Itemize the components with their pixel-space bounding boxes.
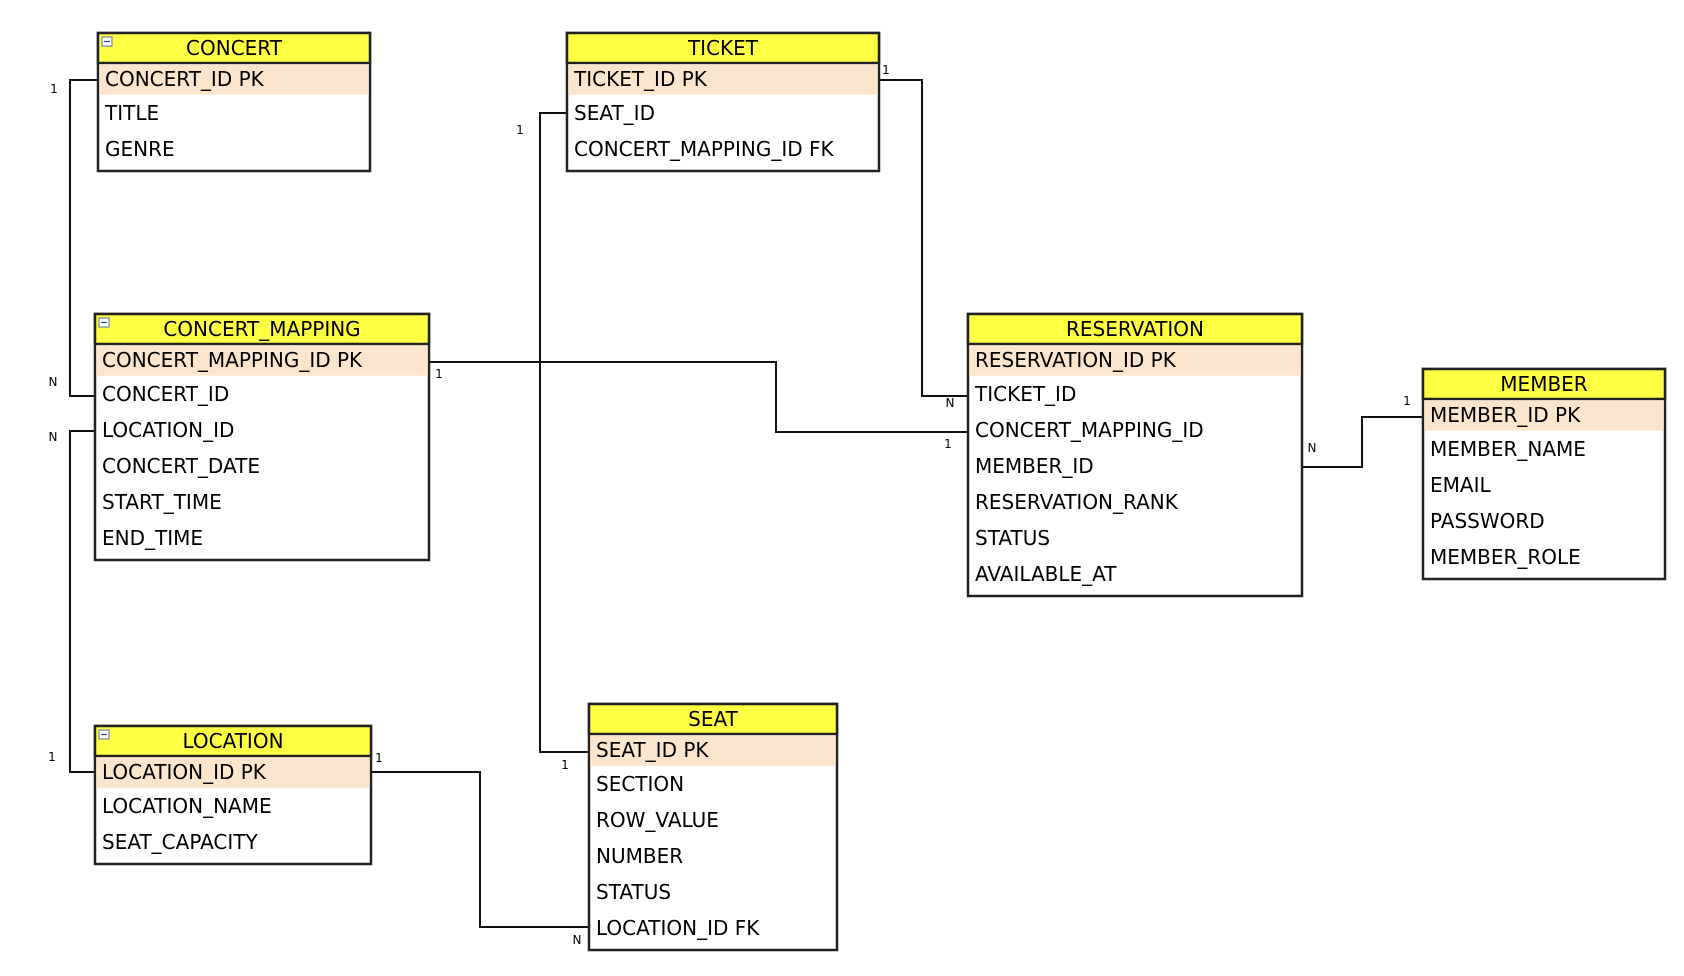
table-field[interactable]: TITLE xyxy=(104,101,159,125)
table-member-pk-row xyxy=(1424,400,1664,431)
primary-key-field[interactable]: MEMBER_ID PK xyxy=(1430,403,1581,427)
table-reservation-pk-row xyxy=(969,345,1301,376)
table-seat-header[interactable] xyxy=(587,702,839,736)
table-field[interactable]: STATUS xyxy=(596,880,671,904)
table-field[interactable]: CONCERT_ID xyxy=(102,382,229,406)
table-field[interactable]: TICKET_ID xyxy=(974,382,1076,406)
table-field[interactable]: STATUS xyxy=(975,526,1050,550)
cardinality-label: 1 xyxy=(435,367,443,381)
table-field[interactable]: LOCATION_ID FK xyxy=(596,916,760,940)
relationship-line-location-to-seat[interactable] xyxy=(371,771,589,928)
table-title: TICKET xyxy=(687,36,759,60)
table-seat[interactable]: SEAT SEAT_ID PK SECTION ROW_VALUE NUMBER STAT… xyxy=(587,702,839,952)
table-ticket[interactable]: TICKET TICKET_ID PK SEAT_ID CONCERT_MAPPING… xyxy=(565,31,881,173)
cardinality-label: 1 xyxy=(561,758,569,772)
relationship-line-ticket-to-seat[interactable] xyxy=(539,112,589,753)
primary-key-field[interactable]: TICKET_ID PK xyxy=(573,67,708,91)
table-field[interactable]: CONCERT_MAPPING_ID xyxy=(975,418,1204,442)
table-member-header[interactable] xyxy=(1421,367,1667,401)
cardinality-label: 1 xyxy=(882,63,890,77)
table-ticket-pk-row xyxy=(568,64,878,95)
cardinality-label: N xyxy=(946,396,955,410)
table-field[interactable]: SEAT_CAPACITY xyxy=(102,830,259,854)
cardinality-label: 1 xyxy=(50,82,58,96)
relationship-line-location-to-mapping[interactable] xyxy=(69,430,95,773)
table-location-pk-row xyxy=(96,757,370,788)
table-field[interactable]: MEMBER_NAME xyxy=(1430,437,1586,461)
table-field[interactable]: MEMBER_ROLE xyxy=(1430,545,1581,569)
primary-key-field[interactable]: RESERVATION_ID PK xyxy=(975,348,1177,372)
table-title: LOCATION xyxy=(182,729,283,753)
cardinality-label: 1 xyxy=(944,437,952,451)
table-field[interactable]: SEAT_ID xyxy=(574,101,655,125)
table-field[interactable]: END_TIME xyxy=(102,526,203,550)
primary-key-field[interactable]: SEAT_ID PK xyxy=(596,738,709,762)
table-field[interactable]: START_TIME xyxy=(102,490,222,514)
table-field[interactable]: CONCERT_DATE xyxy=(102,454,260,478)
table-title: MEMBER xyxy=(1500,372,1588,396)
cardinality-label: N xyxy=(573,933,582,947)
table-member[interactable]: MEMBER MEMBER_ID PK MEMBER_NAME EMAIL PASSWO… xyxy=(1421,367,1667,581)
table-seat-pk-row xyxy=(590,735,836,766)
cardinality-label: N xyxy=(1308,441,1317,455)
table-field[interactable]: GENRE xyxy=(105,137,175,161)
table-reservation[interactable]: RESERVATION RESERVATION_ID PK TICKET_ID CON… xyxy=(966,312,1304,598)
table-field[interactable]: NUMBER xyxy=(596,844,683,868)
table-field[interactable]: AVAILABLE_AT xyxy=(975,562,1117,586)
table-concert[interactable]: CONCERT CONCERT_ID PK TITLE GENRE xyxy=(96,31,372,173)
table-title: CONCERT xyxy=(186,36,283,60)
table-field[interactable]: LOCATION_ID xyxy=(102,418,234,442)
table-concert-mapping[interactable]: CONCERT_MAPPING CONCERT_MAPPING_ID PK CONC… xyxy=(93,312,431,562)
table-concert-header[interactable] xyxy=(96,31,372,65)
cardinality-label: N xyxy=(49,375,58,389)
table-field[interactable]: SECTION xyxy=(596,772,684,796)
minus-box-icon[interactable] xyxy=(98,317,110,328)
table-field[interactable]: EMAIL xyxy=(1430,473,1491,497)
table-field[interactable]: MEMBER_ID xyxy=(975,454,1094,478)
primary-key-field[interactable]: CONCERT_MAPPING_ID PK xyxy=(102,348,363,372)
minus-box-icon[interactable] xyxy=(98,729,110,740)
relationship-line-ticket-to-reservation[interactable] xyxy=(879,79,968,397)
cardinality-label: N xyxy=(49,430,58,444)
relationship-line-mapping-to-reservation[interactable] xyxy=(429,361,968,433)
table-field[interactable]: CONCERT_MAPPING_ID FK xyxy=(574,137,835,161)
primary-key-field[interactable]: LOCATION_ID PK xyxy=(102,760,267,784)
relationship-lines xyxy=(69,79,1423,928)
table-field[interactable]: ROW_VALUE xyxy=(596,808,719,832)
table-field[interactable]: LOCATION_NAME xyxy=(102,794,272,818)
table-location[interactable]: LOCATION LOCATION_ID PK LOCATION_NAME SEAT_… xyxy=(93,724,373,866)
table-concert-pk-row xyxy=(99,64,369,95)
table-concert-mapping-pk-row xyxy=(96,345,428,376)
table-ticket-header[interactable] xyxy=(565,31,881,65)
relationship-line-concert-to-mapping[interactable] xyxy=(69,79,98,397)
table-title: CONCERT_MAPPING xyxy=(163,317,360,341)
minus-box-icon[interactable] xyxy=(101,36,113,47)
table-reservation-header[interactable] xyxy=(966,312,1304,346)
cardinality-label: 1 xyxy=(375,751,383,765)
table-title: SEAT xyxy=(688,707,738,731)
table-field[interactable]: RESERVATION_RANK xyxy=(975,490,1179,514)
relationship-line-reservation-to-member[interactable] xyxy=(1302,416,1423,468)
cardinality-label: 1 xyxy=(48,750,56,764)
table-location-header[interactable] xyxy=(93,724,373,758)
table-field[interactable]: PASSWORD xyxy=(1430,509,1545,533)
primary-key-field[interactable]: CONCERT_ID PK xyxy=(105,67,265,91)
cardinality-label: 1 xyxy=(516,123,524,137)
cardinality-label: 1 xyxy=(1403,394,1411,408)
table-title: RESERVATION xyxy=(1066,317,1204,341)
table-concert-mapping-header[interactable] xyxy=(93,312,431,346)
